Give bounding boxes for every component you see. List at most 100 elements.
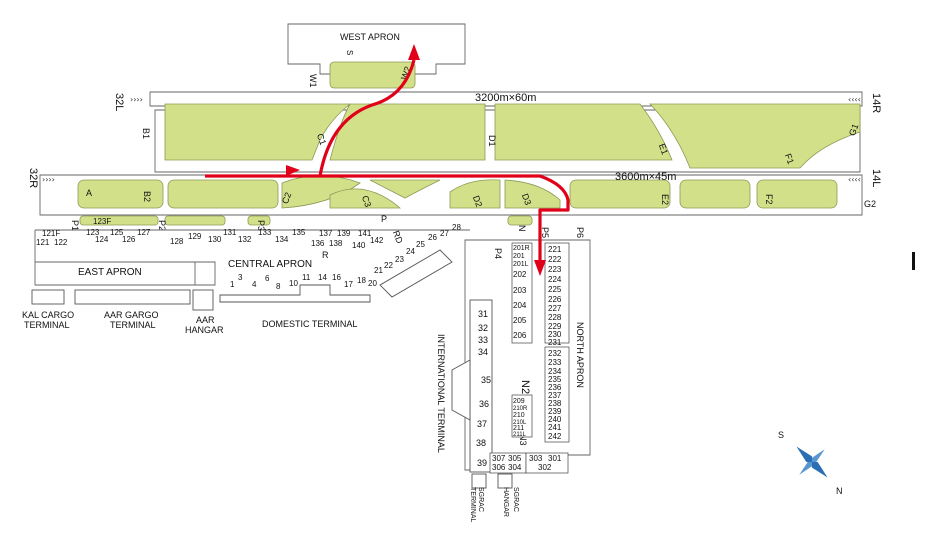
stand-16: 16 (332, 273, 341, 282)
twy-b1: B1 (141, 128, 151, 139)
compass-n: N (836, 486, 843, 496)
stand-23: 23 (395, 255, 404, 264)
twy-p2: P2 (157, 220, 167, 231)
stand-126: 126 (122, 235, 136, 244)
twy-r: R (322, 250, 329, 260)
twy-f2: F2 (764, 194, 774, 205)
stand-227: 227 (548, 304, 562, 313)
twy-p6: P6 (575, 227, 585, 238)
stand-307: 307 (492, 454, 506, 463)
rwy-32l-label: 32L (113, 93, 125, 111)
stand-140: 140 (352, 241, 366, 250)
stand-210l: 210L (513, 420, 527, 426)
stand-235: 235 (548, 375, 562, 384)
rwy2-dims: 3600m×45m (615, 171, 676, 183)
aar-hangar-label-1: AAR (196, 315, 215, 325)
international-stands: 31 32 33 34 35 36 37 38 39 (476, 309, 491, 468)
stand-302: 302 (538, 463, 552, 472)
grass-c1-d1 (329, 103, 486, 161)
stand-132: 132 (238, 235, 252, 244)
stand-123f: 123F (93, 217, 111, 226)
stand-204: 204 (513, 301, 527, 310)
stand-137: 137 (319, 229, 333, 238)
twy-n: N (517, 225, 527, 232)
sgrac-stands: 307 305 303 301 306 304 302 (492, 454, 562, 472)
stand-34: 34 (478, 347, 488, 357)
stand-226: 226 (548, 295, 562, 304)
west-apron-outline (287, 23, 466, 75)
stand-123: 123 (86, 228, 100, 237)
stand-22: 22 (384, 261, 393, 270)
stand-202: 202 (513, 270, 527, 279)
stand-133: 133 (258, 228, 272, 237)
stand-224: 224 (548, 275, 562, 284)
stand-20: 20 (368, 279, 377, 288)
stand-206: 206 (513, 331, 527, 340)
stand-231: 231 (548, 338, 562, 347)
grass-west (329, 61, 416, 89)
stand-234: 234 (548, 367, 562, 376)
twy-n3: N3 (518, 434, 528, 446)
stand-201r: 201R (513, 245, 530, 252)
grass-d2 (449, 179, 501, 209)
stand-35: 35 (481, 375, 491, 385)
twy-p: P (381, 214, 387, 224)
rwy-14r-label: 14R (870, 93, 882, 113)
grass-c3-d2 (369, 179, 441, 199)
stand-211: 211 (513, 425, 524, 432)
chevrons-32r: ›››› (42, 175, 55, 184)
stand-209: 209 (513, 398, 525, 405)
domestic-stands: 1 3 4 6 8 10 11 14 16 17 18 20 21 22 23 … (230, 223, 461, 291)
stand-14: 14 (318, 273, 327, 282)
stand-3: 3 (238, 273, 243, 282)
stand-201: 201 (513, 253, 525, 260)
grass-b2 (167, 179, 279, 209)
grass-d1-e1 (494, 103, 673, 161)
chevrons-14r: ‹‹‹‹ (848, 95, 861, 104)
route-to-west-apron (205, 59, 416, 178)
stand-39: 39 (477, 458, 487, 468)
domestic-terminal-label: DOMESTIC TERMINAL (262, 319, 357, 329)
stand-128: 128 (170, 237, 184, 246)
twy-f1: F1 (783, 152, 796, 165)
stand-242: 242 (548, 432, 562, 441)
twy-s: S (345, 50, 354, 55)
twy-g1: G1 (847, 122, 861, 137)
east-apron-bottom (34, 262, 195, 286)
north-right-block-2 (544, 346, 570, 443)
runway-32l-outline (149, 91, 863, 107)
stand-210: 210 (513, 412, 525, 419)
twy-e1: E1 (657, 142, 670, 156)
sgrac-terminal-label-2: TERMINAL (469, 487, 476, 523)
kal-cargo-label-2: TERMINAL (24, 320, 70, 330)
twy-p5: P5 (540, 227, 550, 238)
aar-hangar-building (192, 289, 214, 311)
rwy-32r-label: 32R (27, 168, 39, 188)
stand-38: 38 (476, 438, 486, 448)
aar-cargo-building (74, 289, 191, 305)
twy-c3: C3 (360, 194, 373, 208)
north-left-block-2 (511, 394, 533, 438)
stand-142: 142 (370, 236, 384, 245)
stand-18: 18 (357, 276, 366, 285)
route-to-north-apron (320, 174, 570, 260)
chevrons-14l: ‹‹‹‹ (848, 175, 861, 184)
route-arrow-north (534, 260, 546, 276)
kal-cargo-label-1: KAL CARGO (22, 310, 74, 320)
twy-e2: E2 (660, 194, 670, 205)
kal-cargo-building (31, 289, 65, 305)
grass-p3 (247, 215, 271, 226)
stand-305: 305 (508, 454, 522, 463)
rwy-14l-label: 14L (870, 169, 882, 187)
sgrac-terminal-label-1: SGRAC (477, 487, 484, 512)
sgrac-terminal-building (471, 473, 487, 489)
stand-134: 134 (275, 235, 289, 244)
stand-130: 130 (208, 235, 222, 244)
grass-p5 (507, 215, 533, 226)
edge-marker (912, 252, 915, 270)
stand-26: 26 (428, 233, 437, 242)
stand-136: 136 (311, 239, 325, 248)
stand-236: 236 (548, 383, 562, 392)
stand-303: 303 (529, 454, 543, 463)
stand-122: 122 (54, 238, 68, 247)
